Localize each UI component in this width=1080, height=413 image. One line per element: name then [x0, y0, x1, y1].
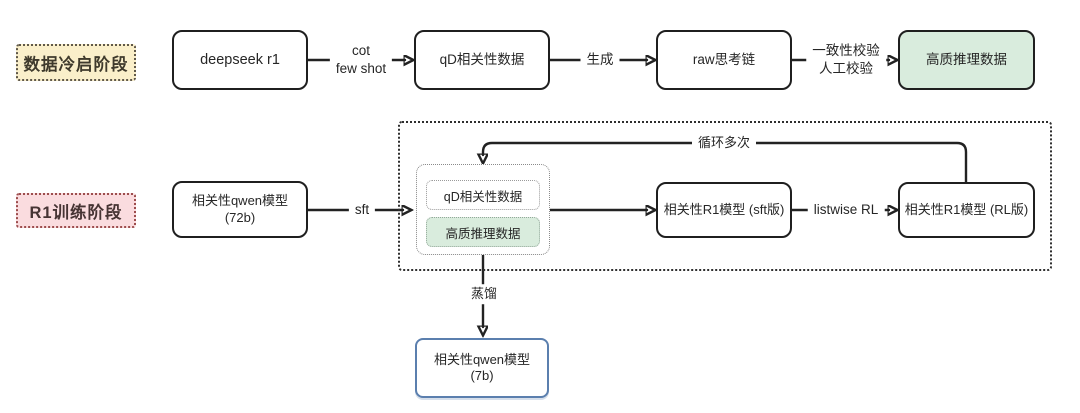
node-qwen-72b: 相关性qwen模型 (72b): [172, 181, 308, 238]
edge-label-loop-times: 循环多次: [691, 133, 757, 153]
data-item-qd-relevance: qD相关性数据: [426, 180, 540, 210]
node-r1-model-rl: 相关性R1模型 (RL版): [898, 182, 1035, 238]
edge-label-cot-few-shot: cot few shot: [329, 40, 393, 80]
phase-label-r1-training-text: R1训练阶段: [29, 203, 123, 222]
data-item-qd-relevance-label: qD相关性数据: [443, 189, 523, 204]
node-raw-thought-chain: raw思考链: [656, 30, 792, 90]
node-qwen-72b-label: 相关性qwen模型 (72b): [191, 193, 289, 225]
node-qd-relevance-data-label: qD相关性数据: [439, 51, 525, 67]
node-deepseek-r1: deepseek r1: [172, 30, 308, 90]
edge-label-sft: sft: [348, 199, 376, 221]
node-qd-relevance-data: qD相关性数据: [414, 30, 550, 90]
node-qwen-7b-label: 相关性qwen模型 (7b): [433, 351, 531, 383]
training-loop-container: [398, 121, 1052, 271]
node-high-quality-reasoning-data-label: 高质推理数据: [926, 51, 1007, 67]
node-high-quality-reasoning-data: 高质推理数据: [898, 30, 1035, 90]
phase-label-r1-training: R1训练阶段: [16, 193, 136, 228]
phase-label-cold-start-text: 数据冷启阶段: [23, 55, 129, 74]
data-item-high-quality-reasoning: 高质推理数据: [426, 217, 540, 247]
node-deepseek-r1-label: deepseek r1: [200, 51, 280, 68]
node-r1-model-rl-label: 相关性R1模型 (RL版): [904, 201, 1029, 217]
node-raw-thought-chain-label: raw思考链: [692, 51, 756, 67]
node-r1-model-sft-label: 相关性R1模型 (sft版): [663, 201, 785, 217]
phase-label-cold-start: 数据冷启阶段: [16, 44, 136, 81]
node-r1-model-sft: 相关性R1模型 (sft版): [656, 182, 792, 238]
data-item-high-quality-reasoning-label: 高质推理数据: [445, 226, 521, 241]
edge-label-generate: 生成: [580, 49, 620, 71]
node-qwen-7b: 相关性qwen模型 (7b): [415, 338, 549, 398]
edge-label-consistency-check: 一致性校验 人工校验: [806, 40, 886, 80]
edge-label-distill: 蒸馏: [464, 284, 504, 304]
edge-label-listwise-rl: listwise RL: [807, 199, 885, 221]
